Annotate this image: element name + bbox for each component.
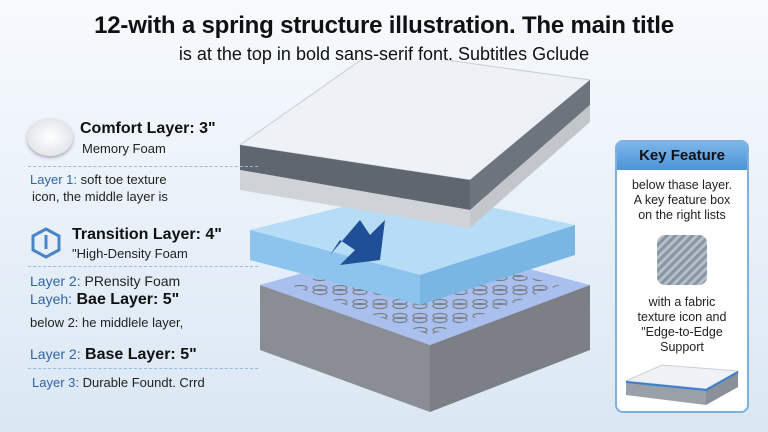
layer3-text: Layer 3: Durable Foundt. Crrd [32, 375, 205, 390]
comfort-layer [238, 60, 592, 228]
mattress-layers-illustration [238, 60, 592, 412]
key-feature-text: below thase layer. [631, 178, 733, 192]
divider [28, 166, 258, 167]
key-feature-box: Key Feature below thase layer. A key fea… [615, 140, 749, 413]
key-feature-text: Support [660, 340, 704, 354]
key-feature-text: A key feature box [633, 193, 731, 207]
transition-layer-subtitle: "High-Density Foam [72, 246, 188, 261]
key-feature-text: on the right lists [638, 208, 726, 222]
key-feature-text: with a fabric [648, 295, 716, 309]
key-feature-text: texture icon and [637, 310, 727, 324]
key-feature-text: "Edge-to-Edge [641, 325, 723, 339]
shield-icon [31, 227, 61, 259]
layer1-text: Layer 1: soft toe texture [30, 172, 167, 187]
fabric-texture-icon [657, 235, 707, 285]
comfort-layer-title: Comfort Layer: 3" [80, 120, 216, 137]
main-title: 12-with a spring structure illustration.… [94, 12, 674, 39]
divider [28, 266, 258, 267]
below-text: below 2: he middlele layer, [30, 315, 184, 330]
compression-arrow-icon [330, 220, 385, 265]
layer1-text-2: icon, the middle layer is [32, 189, 168, 204]
mattress-thumbnail-icon [624, 364, 740, 405]
subtitle: is at the top in bold sans-serif font. S… [178, 44, 590, 64]
key-feature-title: Key Feature [617, 142, 747, 170]
transition-layer-title: Transition Layer: 4" [72, 226, 222, 243]
layer2-text: Layer 2: PRensity Foam [30, 273, 181, 289]
layer2-base-text-2: Layer 2: Base Layer: 5" [30, 346, 197, 363]
divider [28, 368, 258, 369]
layer2-base-text: Layeh: Bae Layer: 5" [30, 291, 180, 308]
comfort-layer-subtitle: Memory Foam [82, 141, 166, 156]
memory-foam-cloud-icon [27, 118, 73, 156]
transition-foam-layer [250, 190, 575, 305]
